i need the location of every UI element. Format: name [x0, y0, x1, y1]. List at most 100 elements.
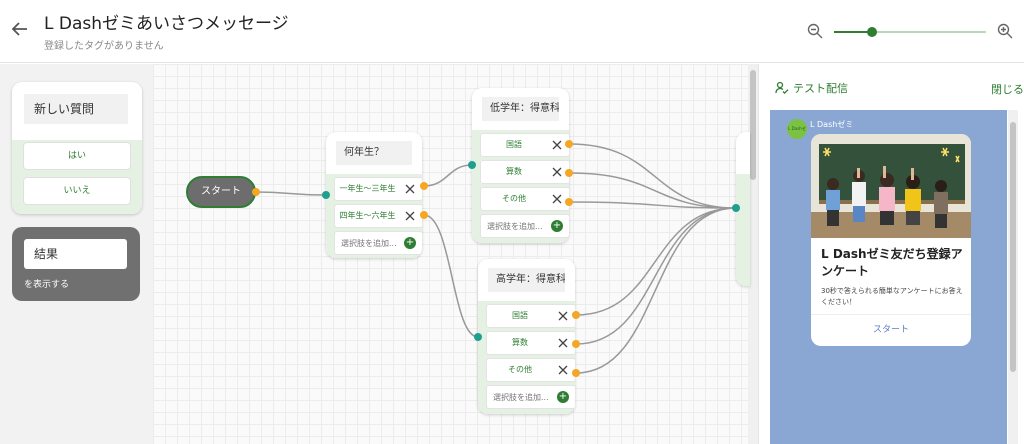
card-description: 30秒で答えられる簡単なアンケートにお答えください！: [821, 287, 963, 306]
palette-option-no: いいえ: [24, 178, 130, 204]
option-row[interactable]: 四年生〜六年生: [335, 205, 422, 227]
zoom-slider-fill: [834, 31, 872, 33]
palette-result-caption: を表示する: [24, 280, 70, 290]
question-title[interactable]: 低学年：得意科: [482, 97, 559, 121]
option-row[interactable]: 国語: [481, 134, 569, 156]
output-port[interactable]: [572, 369, 580, 377]
output-port[interactable]: [420, 211, 428, 219]
tag-status: 登録したタグがありません: [44, 41, 164, 52]
question-node-head: 高学年：得意科: [478, 259, 575, 301]
app-header: L Dashゼミあいさつメッセージ 登録したタグがありません: [0, 0, 1024, 63]
palette-result-title: 結果: [24, 239, 127, 269]
result-node-body: [736, 174, 750, 286]
sender-name: L Dashゼミ: [810, 120, 854, 129]
preview-scrollbar[interactable]: [1008, 110, 1018, 444]
option-row[interactable]: 一年生〜三年生: [335, 178, 422, 200]
option-row[interactable]: 国語: [487, 305, 575, 327]
edge: [255, 191, 327, 196]
close-icon[interactable]: [557, 310, 569, 322]
close-icon[interactable]: [557, 337, 569, 349]
question-options: 一年生〜三年生 四年生〜六年生 +: [326, 174, 422, 258]
user-check-icon: [775, 81, 789, 95]
output-port[interactable]: [565, 198, 573, 206]
card-photo: [811, 134, 971, 238]
question-title[interactable]: 高学年：得意科: [488, 268, 565, 292]
add-option-input[interactable]: [341, 235, 411, 251]
zoom-out-icon[interactable]: [806, 22, 824, 40]
input-port[interactable]: [474, 333, 482, 341]
question-node-head: 何年生？: [326, 132, 422, 174]
test-send-label: テスト配信: [793, 82, 848, 95]
option-label: 国語: [506, 140, 522, 149]
palette-question-head: 新しい質問: [12, 82, 142, 140]
preview-scrollbar-thumb[interactable]: [1010, 122, 1016, 372]
output-port[interactable]: [565, 169, 573, 177]
edge: [575, 207, 737, 316]
edge: [423, 214, 479, 338]
palette-result-block[interactable]: 結果 を表示する: [12, 227, 140, 301]
test-send-button[interactable]: テスト配信: [775, 80, 848, 96]
option-label: 算数: [506, 167, 522, 176]
add-option-row: +: [335, 232, 422, 254]
edge: [575, 207, 737, 374]
add-option-input[interactable]: [487, 218, 557, 234]
page-title: L Dashゼミあいさつメッセージ: [44, 14, 289, 34]
question-node-upper-subject[interactable]: 高学年：得意科 国語 算数 その他 +: [478, 259, 575, 414]
option-row[interactable]: 算数: [487, 332, 575, 354]
start-node[interactable]: スタート: [186, 176, 256, 208]
sender-avatar: L Dashゼミ: [787, 119, 807, 139]
option-row[interactable]: その他: [481, 188, 569, 210]
card-start-button[interactable]: スタート: [811, 314, 971, 346]
question-options: 国語 算数 その他 +: [478, 301, 575, 414]
add-icon[interactable]: +: [551, 220, 563, 232]
close-icon[interactable]: [404, 183, 416, 195]
palette-question-block[interactable]: 新しい質問 はい いいえ: [12, 82, 142, 214]
question-options: 国語 算数 その他 +: [472, 130, 569, 243]
flow-canvas[interactable]: [153, 64, 758, 444]
question-title[interactable]: 何年生？: [336, 141, 412, 165]
add-icon[interactable]: +: [404, 237, 416, 249]
question-node-grade[interactable]: 何年生？ 一年生〜三年生 四年生〜六年生 +: [326, 132, 422, 258]
zoom-slider[interactable]: [834, 25, 986, 39]
output-port[interactable]: [420, 182, 428, 190]
back-arrow-icon[interactable]: [10, 19, 30, 39]
result-node-partial[interactable]: [736, 132, 750, 286]
input-port[interactable]: [732, 204, 740, 212]
zoom-in-icon[interactable]: [996, 22, 1014, 40]
question-node-head: 低学年：得意科: [472, 88, 569, 130]
card-title: L Dashゼミ友だち登録アンケート: [821, 247, 963, 278]
zoom-slider-thumb[interactable]: [867, 27, 877, 37]
option-label: 算数: [512, 338, 528, 347]
close-icon[interactable]: [551, 166, 563, 178]
edge: [568, 172, 737, 209]
option-label: 四年生〜六年生: [339, 211, 396, 220]
edge: [568, 143, 737, 209]
output-port[interactable]: [572, 311, 580, 319]
message-card[interactable]: L Dashゼミ友だち登録アンケート 30秒で答えられる簡単なアンケートにお答え…: [811, 134, 971, 346]
question-node-lower-subject[interactable]: 低学年：得意科 国語 算数 その他 +: [472, 88, 569, 243]
option-row[interactable]: その他: [487, 359, 575, 381]
output-port[interactable]: [565, 140, 573, 148]
canvas-scrollbar-thumb[interactable]: [750, 70, 756, 180]
input-port[interactable]: [322, 191, 330, 199]
preview-panel: テスト配信 閉じる L Dashゼミ L Dashゼミ: [758, 64, 1024, 444]
close-icon[interactable]: [551, 193, 563, 205]
add-icon[interactable]: +: [557, 391, 569, 403]
option-label: その他: [508, 365, 532, 374]
close-icon[interactable]: [404, 210, 416, 222]
input-port[interactable]: [468, 161, 476, 169]
output-port[interactable]: [572, 340, 580, 348]
close-icon[interactable]: [557, 364, 569, 376]
add-option-row: +: [481, 215, 569, 237]
edge: [423, 164, 473, 187]
close-icon[interactable]: [551, 139, 563, 151]
option-label: 国語: [512, 311, 528, 320]
canvas-scrollbar[interactable]: [748, 64, 758, 444]
option-row[interactable]: 算数: [481, 161, 569, 183]
flow-edges: [255, 143, 737, 374]
add-option-row: +: [487, 386, 575, 408]
add-option-input[interactable]: [493, 389, 563, 405]
output-port[interactable]: [252, 188, 260, 196]
close-panel-button[interactable]: 閉じる: [991, 83, 1024, 96]
option-label: 一年生〜三年生: [339, 184, 396, 193]
